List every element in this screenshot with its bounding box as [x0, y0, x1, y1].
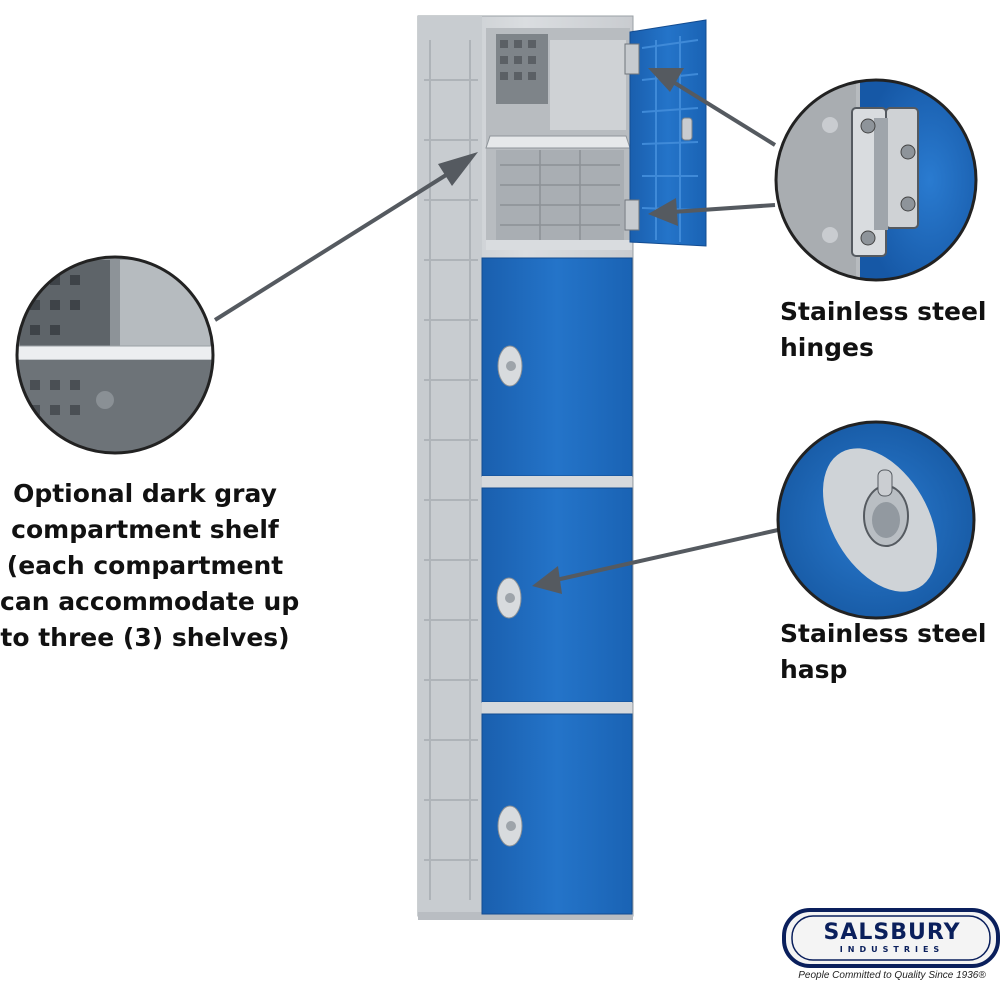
- hasp-callout-line: Stainless steel: [780, 619, 987, 648]
- shelf-callout-line: compartment shelf: [11, 515, 279, 544]
- salsbury-logo-badge: [782, 908, 1000, 968]
- hinge-detail-inset: [774, 78, 978, 282]
- hasp-callout-line: hasp: [780, 655, 848, 684]
- shelf-callout-line: Optional dark gray: [13, 479, 277, 508]
- logo-subtitle: INDUSTRIES: [839, 945, 945, 954]
- logo-name: SALSBURY: [823, 920, 961, 945]
- locker-door-2: [481, 257, 633, 477]
- shelf-callout-line: can accommodate up: [0, 587, 300, 616]
- open-compartment: [485, 28, 632, 250]
- hinges-callout-line: Stainless steel: [780, 297, 987, 326]
- hinges-callout-line: hinges: [780, 333, 874, 362]
- shelf-callout-line: to three (3) shelves): [0, 623, 290, 652]
- shelf-detail-inset: [15, 255, 215, 455]
- locker-door-3: [481, 487, 633, 703]
- hasp-callout-label: Stainless steel hasp: [780, 616, 987, 688]
- lock-icon: [863, 469, 909, 547]
- callout-arrows: [213, 68, 779, 594]
- hinge-icon: [851, 107, 919, 257]
- brand-logo: SALSBURY INDUSTRIES: [786, 912, 998, 964]
- hinges-callout-label: Stainless steel hinges: [780, 294, 987, 366]
- shelf-callout-label: Optional dark gray compartment shelf (ea…: [0, 476, 300, 656]
- hasp-detail-inset: [776, 420, 976, 620]
- brand-tagline: People Committed to Quality Since 1936®: [798, 970, 986, 981]
- shelf-callout-line: (each compartment: [6, 551, 284, 580]
- locker-door-4: [481, 713, 633, 915]
